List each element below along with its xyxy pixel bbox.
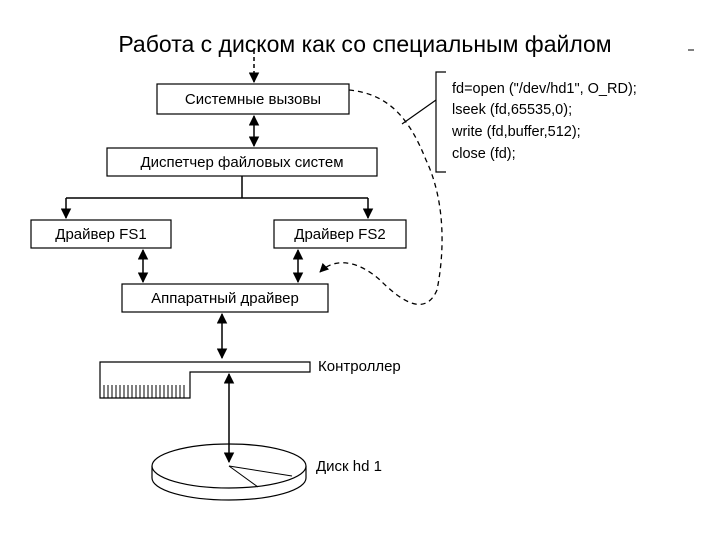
hw-driver-box: Аппаратный драйвер xyxy=(121,283,329,313)
disk xyxy=(151,443,307,501)
code-line-open: fd=open ("/dev/hd1", O_RD); xyxy=(452,81,637,97)
fs-dispatcher-label: Диспетчер файловых систем xyxy=(140,154,343,171)
driver-fs2-label: Драйвер FS2 xyxy=(294,226,385,243)
driver-fs1-label: Драйвер FS1 xyxy=(55,226,146,243)
controller-pins xyxy=(103,385,185,398)
controller-board xyxy=(99,361,311,399)
code-line-lseek: lseek (fd,65535,0); xyxy=(452,102,572,118)
code-line-write: write (fd,buffer,512); xyxy=(451,124,581,140)
code-line-close: close (fd); xyxy=(452,146,516,162)
dispatcher-branch-connector xyxy=(60,176,374,220)
syscalls-to-hwdriver-dashed-path xyxy=(319,89,443,305)
code-bracket xyxy=(435,71,446,173)
hw-driver-label: Аппаратный драйвер xyxy=(151,290,299,307)
syscalls-box: Системные вызовы xyxy=(156,83,350,115)
syscalls-label: Системные вызовы xyxy=(185,91,321,108)
fs-dispatcher-box: Диспетчер файловых систем xyxy=(106,147,378,177)
driver-fs1-box: Драйвер FS1 xyxy=(30,219,172,249)
controller-label: Контроллер xyxy=(318,358,401,375)
code-to-syscalls-dashed xyxy=(401,99,437,125)
slide-title: Работа с диском как со специальным файло… xyxy=(118,31,612,57)
disk-label: Диск hd 1 xyxy=(316,458,382,475)
driver-fs2-box: Драйвер FS2 xyxy=(273,219,407,249)
